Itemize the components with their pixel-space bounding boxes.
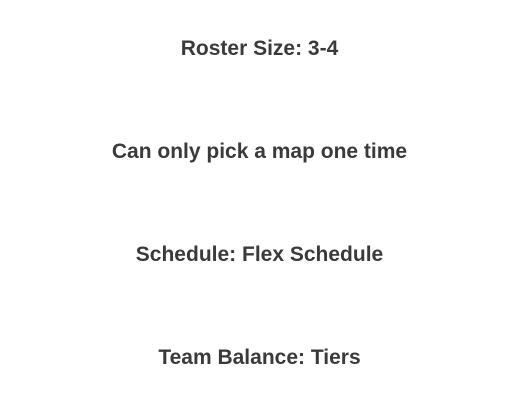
map-pick-rule: Can only pick a map one time bbox=[111, 140, 408, 163]
team-balance-rule: Team Balance: Tiers bbox=[158, 346, 361, 369]
roster-size-rule: Roster Size: 3-4 bbox=[180, 37, 339, 60]
schedule-rule: Schedule: Flex Schedule bbox=[135, 243, 384, 266]
